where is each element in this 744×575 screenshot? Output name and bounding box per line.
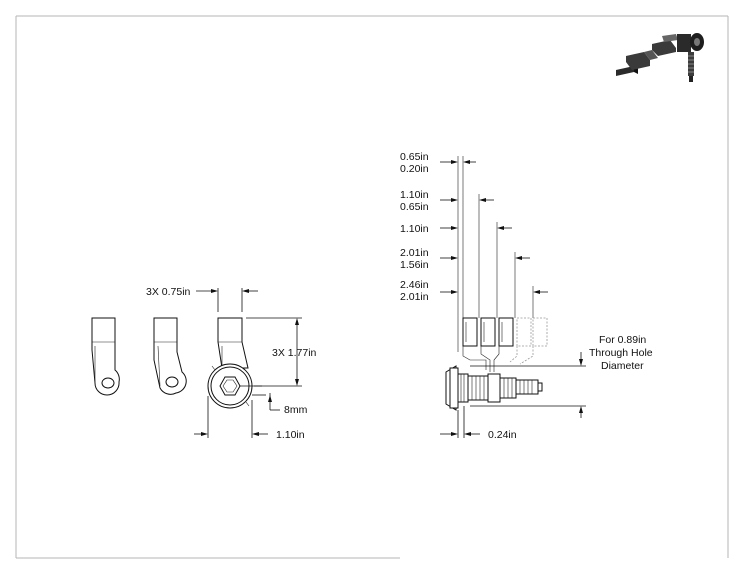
dim-overall-width-label: 1.10in (276, 429, 305, 441)
dim-cam-height-label: 3X 1.77in (272, 347, 317, 359)
lock-body-front (207, 363, 253, 409)
hole-note-line-2: Through Hole (589, 347, 653, 359)
side-view: 0.65in 0.20in 1.10in 0.65in 1.10in 2.01i… (400, 151, 653, 441)
hole-note-line-1: For 0.89in (599, 334, 646, 346)
sheet-border (15, 15, 729, 559)
cam-extension-lines (457, 156, 534, 352)
cam-position-1 (91, 317, 120, 396)
cam-offset-3a: 1.10in (400, 223, 429, 235)
dim-overall-width: 1.10in (194, 396, 305, 441)
cam-offset-5b: 2.01in (400, 291, 429, 303)
cam-lock-assembly-icon (616, 33, 704, 82)
cam-offset-5a: 2.46in (400, 279, 429, 291)
dim-flange-thickness-label: 0.24in (488, 429, 517, 441)
cam-stack (462, 317, 548, 372)
dim-flange-thickness: 0.24in (440, 406, 517, 441)
cam-position-2 (153, 317, 187, 395)
cam-offset-1b: 0.20in (400, 163, 429, 175)
cam-offset-4b: 1.56in (400, 259, 429, 271)
cam-offset-labels: 0.65in 0.20in 1.10in 0.65in 1.10in 2.01i… (400, 151, 429, 303)
dim-hex-size-label: 8mm (284, 404, 308, 416)
dim-hex-size: 8mm (240, 385, 308, 416)
dim-cam-height: 3X 1.77in (246, 317, 317, 387)
cam-position-3 (217, 317, 249, 369)
dim-through-hole (470, 352, 586, 418)
dim-cam-width: 3X 0.75in (146, 286, 258, 312)
lock-body-side (445, 365, 543, 411)
cam-offset-leaders (440, 160, 548, 294)
cam-offset-4a: 2.01in (400, 247, 429, 259)
cam-offset-2a: 1.10in (400, 189, 429, 201)
hole-note-line-3: Diameter (601, 360, 644, 372)
cam-offset-1a: 0.65in (400, 151, 429, 163)
front-view: 3X 0.75in 3X 1.77in 8mm (91, 286, 317, 441)
dim-cam-width-label: 3X 0.75in (146, 286, 191, 298)
cam-offset-2b: 0.65in (400, 201, 429, 213)
